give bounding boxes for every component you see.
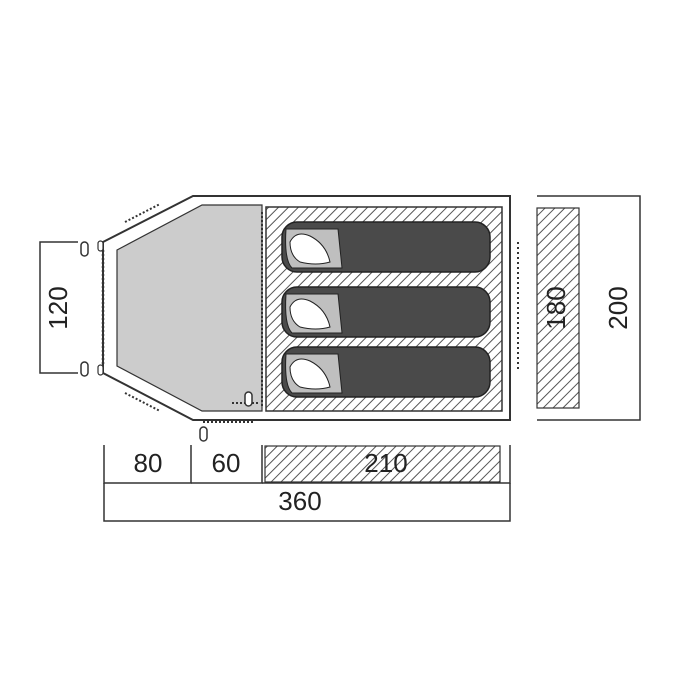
- peg-icon: [97, 364, 104, 376]
- dim-bracket-360: [103, 483, 511, 522]
- pillow-icon: [289, 358, 331, 390]
- dim-bar-210: [264, 445, 501, 483]
- dim-label-360: 360: [278, 486, 321, 516]
- vent-top: [124, 203, 161, 223]
- peg-icon: [199, 426, 208, 442]
- porch-area: [116, 204, 263, 412]
- sleeping-bag: [281, 286, 491, 338]
- peg-icon: [97, 240, 104, 252]
- dim-bracket-120: [39, 241, 78, 374]
- dim-label-200: 200: [603, 286, 633, 329]
- peg-icon: [244, 391, 253, 407]
- peg-icon: [80, 361, 89, 377]
- sleeping-bag: [281, 346, 491, 398]
- peg-icon: [80, 241, 89, 257]
- dim-bar-180: [536, 207, 580, 409]
- sleeping-bag: [281, 221, 491, 273]
- dim-label-120: 120: [43, 286, 73, 329]
- dim-label-80: 80: [134, 448, 163, 478]
- dim-label-60: 60: [212, 448, 241, 478]
- vent-bottom: [124, 392, 161, 412]
- dim-bracket-200: [537, 195, 641, 421]
- pillow-icon: [289, 298, 331, 330]
- dim-box-80: [103, 445, 192, 484]
- dim-label-210: 210: [364, 448, 407, 478]
- dim-label-180: 180: [541, 286, 571, 329]
- pillow-icon: [289, 233, 331, 265]
